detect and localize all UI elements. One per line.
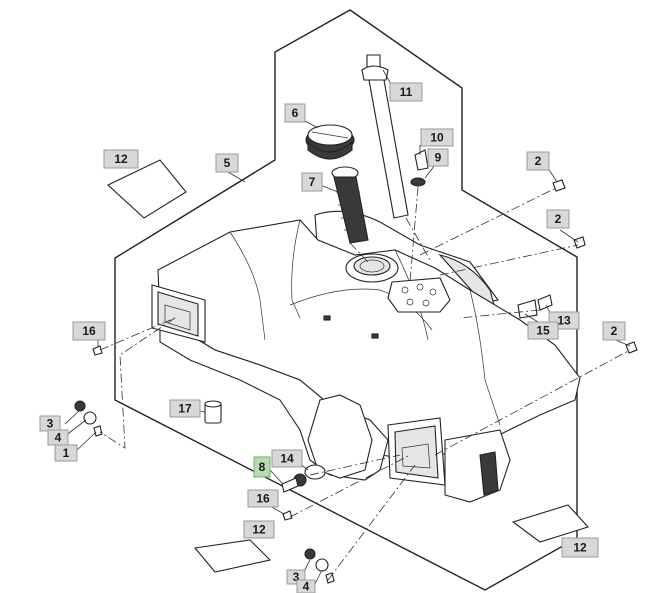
svg-text:11: 11 xyxy=(400,85,413,99)
callout-12c[interactable]: 12 xyxy=(561,537,599,558)
svg-text:9: 9 xyxy=(435,151,442,165)
svg-text:4: 4 xyxy=(55,431,62,445)
callout-4a[interactable]: 4 xyxy=(47,429,69,446)
svg-text:2: 2 xyxy=(535,154,542,168)
svg-text:2: 2 xyxy=(611,324,618,338)
callout-3a[interactable]: 3 xyxy=(39,415,61,432)
fuel-cap xyxy=(305,124,355,160)
drain-fitting xyxy=(281,464,326,493)
vent-tube xyxy=(361,54,409,219)
vent-valve xyxy=(410,149,429,187)
svg-text:1: 1 xyxy=(63,446,70,460)
callout-12a[interactable]: 12 xyxy=(103,149,139,169)
connection-lines xyxy=(99,186,631,581)
callout-6[interactable]: 6 xyxy=(284,103,306,123)
callout-11[interactable]: 11 xyxy=(389,82,423,102)
svg-text:12: 12 xyxy=(114,152,128,166)
svg-text:14: 14 xyxy=(280,452,294,466)
assembly-boundary xyxy=(114,9,578,591)
callout-8[interactable]: 8 xyxy=(253,456,271,478)
svg-text:5: 5 xyxy=(224,156,231,170)
svg-text:8: 8 xyxy=(259,460,266,474)
svg-text:12: 12 xyxy=(573,541,587,555)
decal-12b xyxy=(193,539,272,573)
callout-16a[interactable]: 16 xyxy=(72,321,106,341)
bolt-2c xyxy=(625,341,638,354)
svg-text:7: 7 xyxy=(309,175,316,189)
nut-3a xyxy=(74,400,86,412)
callout-16b[interactable]: 16 xyxy=(247,489,279,508)
bolt-16a xyxy=(92,345,103,356)
svg-text:10: 10 xyxy=(430,131,444,145)
callout-17[interactable]: 17 xyxy=(169,399,201,418)
bushing xyxy=(204,400,222,424)
washer-4b xyxy=(315,558,329,572)
callout-12b[interactable]: 12 xyxy=(243,520,275,539)
callout-14[interactable]: 14 xyxy=(271,449,303,468)
bolt-1 xyxy=(93,425,103,437)
washer-4a xyxy=(83,411,97,425)
bolt-2a xyxy=(552,179,566,192)
callout-2c[interactable]: 2 xyxy=(602,321,626,341)
svg-text:16: 16 xyxy=(82,324,96,338)
svg-text:3: 3 xyxy=(47,417,54,431)
fuel-strainer xyxy=(331,166,369,244)
svg-text:17: 17 xyxy=(178,402,192,416)
nut-3b xyxy=(304,548,316,560)
callout-4b[interactable]: 4 xyxy=(296,579,316,593)
bolt-2b xyxy=(573,236,586,249)
callout-10[interactable]: 10 xyxy=(420,128,454,147)
svg-text:13: 13 xyxy=(557,314,571,328)
svg-text:16: 16 xyxy=(256,492,270,506)
fuel-tank xyxy=(151,210,581,503)
fitting-13-15 xyxy=(517,294,553,319)
bolt-16b xyxy=(282,510,293,521)
svg-text:12: 12 xyxy=(252,523,266,537)
decal-12a xyxy=(107,159,187,219)
callout-2a[interactable]: 2 xyxy=(526,151,550,171)
svg-text:4: 4 xyxy=(303,580,310,593)
svg-text:2: 2 xyxy=(555,212,562,226)
callout-15[interactable]: 15 xyxy=(527,321,559,340)
callout-2b[interactable]: 2 xyxy=(546,209,570,229)
callout-5[interactable]: 5 xyxy=(215,153,239,173)
decal-12c xyxy=(511,504,589,543)
callout-7[interactable]: 7 xyxy=(301,172,323,192)
svg-text:3: 3 xyxy=(293,570,300,584)
svg-text:15: 15 xyxy=(536,324,550,338)
callout-9[interactable]: 9 xyxy=(427,148,449,167)
svg-text:6: 6 xyxy=(292,106,299,120)
callout-1[interactable]: 1 xyxy=(54,444,78,462)
